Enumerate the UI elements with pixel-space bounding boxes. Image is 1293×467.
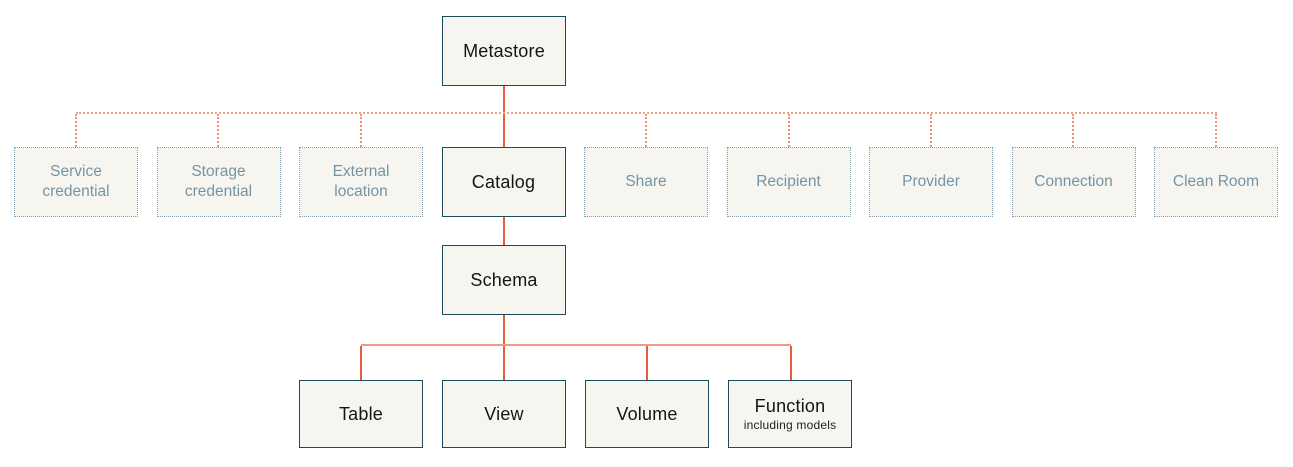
node-function: Function including models — [728, 380, 852, 448]
connector-dotted-horizontal — [76, 112, 1217, 114]
connector-drop-function — [790, 346, 792, 380]
node-connection: Connection — [1011, 147, 1136, 217]
level-4-row: Table View Volume Function including mod… — [299, 380, 852, 448]
connector-drop-provider — [930, 114, 932, 147]
connector-children-horizontal — [361, 344, 791, 346]
connector-catalog-schema — [503, 217, 505, 245]
node-clean-room-label: Clean Room — [1172, 172, 1260, 190]
connector-schema-children — [503, 314, 505, 380]
node-volume: Volume — [585, 380, 709, 448]
node-metastore-label: Metastore — [463, 40, 545, 61]
node-share: Share — [584, 147, 708, 217]
connector-drop-storage-credential — [217, 114, 219, 147]
node-service-credential: Service credential — [14, 147, 138, 217]
connector-drop-connection — [1072, 114, 1074, 147]
node-schema-label: Schema — [470, 269, 538, 290]
node-recipient: Recipient — [726, 147, 851, 217]
node-view-label: View — [484, 403, 524, 424]
node-share-label: Share — [625, 172, 667, 190]
node-external-location-label: External location — [332, 162, 390, 200]
node-provider: Provider — [869, 147, 993, 217]
node-service-credential-label: Service credential — [42, 162, 110, 200]
node-function-label: Function — [754, 396, 826, 416]
node-connection-label: Connection — [1034, 172, 1113, 190]
node-external-location: External location — [299, 147, 423, 217]
node-function-sublabel: including models — [743, 418, 837, 432]
node-catalog-label: Catalog — [471, 171, 536, 192]
node-provider-label: Provider — [902, 172, 960, 190]
node-volume-label: Volume — [616, 403, 678, 424]
connector-drop-volume — [646, 346, 648, 380]
connector-drop-table — [360, 346, 362, 380]
connector-drop-service-credential — [75, 114, 77, 147]
connector-drop-share — [645, 114, 647, 147]
node-metastore: Metastore — [442, 16, 566, 86]
node-table-label: Table — [338, 403, 384, 424]
node-storage-credential-label: Storage credential — [184, 162, 253, 200]
node-table: Table — [299, 380, 423, 448]
connector-drop-clean-room — [1215, 114, 1217, 147]
node-catalog: Catalog — [441, 147, 566, 217]
connector-drop-recipient — [788, 114, 790, 147]
node-storage-credential: Storage credential — [156, 147, 281, 217]
node-recipient-label: Recipient — [756, 172, 821, 190]
level-2-row: Service credential Storage credential Ex… — [14, 147, 1278, 217]
node-clean-room: Clean Room — [1154, 147, 1278, 217]
node-schema: Schema — [442, 245, 566, 315]
connector-drop-external-location — [360, 114, 362, 147]
node-view: View — [442, 380, 566, 448]
connector-metastore-catalog — [503, 86, 505, 147]
